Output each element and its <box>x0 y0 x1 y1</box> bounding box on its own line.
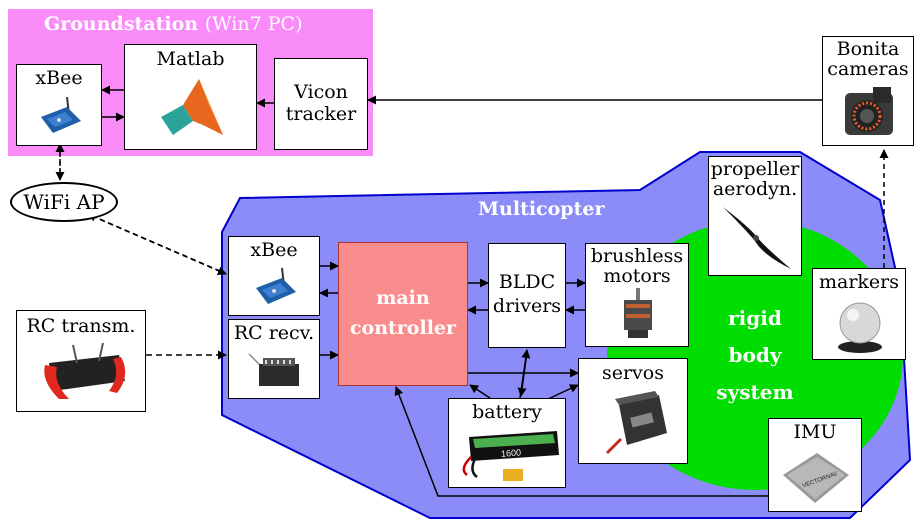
bldc-drivers-node: BLDC drivers <box>488 243 566 348</box>
rc-transmitter-node: RC transm. <box>16 310 146 412</box>
bonita-label-line2: cameras <box>827 58 909 80</box>
xbee-ground-node: xBee <box>16 64 102 146</box>
battery-node: battery 1600 <box>448 398 566 488</box>
rigid-body-line1: rigid <box>728 306 782 330</box>
rigid-body-line2: body <box>728 343 782 367</box>
link-xbee-copter-wifi <box>87 213 221 272</box>
wifi-ap-node: WiFi AP <box>10 182 118 222</box>
rigid-body-label: rigid body system <box>700 300 810 411</box>
bonita-label-line1: Bonita <box>836 38 900 60</box>
matlab-node: Matlab <box>124 44 257 150</box>
imu-chip-icon: VECTORNAV <box>783 453 849 503</box>
groundstation-subtitle: (Win7 PC) <box>204 13 303 35</box>
bonita-cameras-node: Bonita cameras <box>822 36 914 146</box>
brushless-label-line1: brushless <box>590 245 684 267</box>
xbee-copter-label: xBee <box>250 239 298 261</box>
vicon-label-line1: Vicon <box>294 81 348 103</box>
propeller-label-line2: aerodyn. <box>712 178 798 200</box>
matlab-logo-icon <box>161 79 223 135</box>
main-controller-line2: controller <box>349 317 457 339</box>
main-controller-line1: main <box>376 287 430 309</box>
marker-sphere-icon <box>838 302 882 353</box>
vicon-label-line2: tracker <box>285 103 357 125</box>
rc-transmitter-icon <box>44 342 126 399</box>
rc-receiver-icon <box>248 353 299 386</box>
rc-recv-label: RC recv. <box>233 322 315 344</box>
xbee-ground-label: xBee <box>35 67 83 89</box>
rigid-body-line3: system <box>716 380 794 404</box>
multicopter-title: Multicopter <box>478 198 605 220</box>
rc-transm-label: RC transm. <box>26 315 136 337</box>
servos-node: servos <box>578 358 688 464</box>
propeller-label-line1: propeller <box>710 158 800 180</box>
propeller-node: propeller aerodyn. <box>708 156 802 276</box>
servos-label: servos <box>601 362 664 384</box>
battery-capacity-text: 1600 <box>501 447 522 458</box>
wifi-ap-label: WiFi AP <box>23 190 105 214</box>
battery-label: battery <box>472 401 542 423</box>
vicon-tracker-node: Vicon tracker <box>274 58 368 150</box>
servo-icon <box>605 391 667 455</box>
rc-receiver-node: RC recv. <box>228 319 320 399</box>
bldc-label-line2: drivers <box>492 295 562 317</box>
arrow-battery-to-servos <box>545 384 579 401</box>
imu-label: IMU <box>793 421 837 443</box>
xbee-module-icon <box>41 96 81 133</box>
xbee-module-icon <box>256 267 296 304</box>
matlab-label: Matlab <box>156 48 225 70</box>
xbee-copter-node: xBee <box>228 236 320 316</box>
imu-node: IMU VECTORNAV <box>768 418 862 512</box>
camera-icon <box>845 87 893 135</box>
groundstation-title: Groundstation (Win7 PC) <box>44 13 303 35</box>
main-controller-node: main controller <box>338 242 468 386</box>
groundstation-title-text: Groundstation <box>44 13 199 35</box>
motor-icon <box>624 288 652 338</box>
arrow-imu-to-main <box>394 386 768 497</box>
markers-node: markers <box>812 268 906 360</box>
arrow-battery-to-main <box>469 384 491 399</box>
brushless-label-line2: motors <box>603 265 671 287</box>
brushless-motors-node: brushless motors <box>585 243 689 347</box>
propeller-icon <box>723 207 791 269</box>
battery-pack-icon: 1600 <box>462 431 559 481</box>
bldc-label-line1: BLDC <box>498 271 556 293</box>
arrow-bldc-to-battery <box>517 351 528 397</box>
markers-label: markers <box>818 271 900 293</box>
